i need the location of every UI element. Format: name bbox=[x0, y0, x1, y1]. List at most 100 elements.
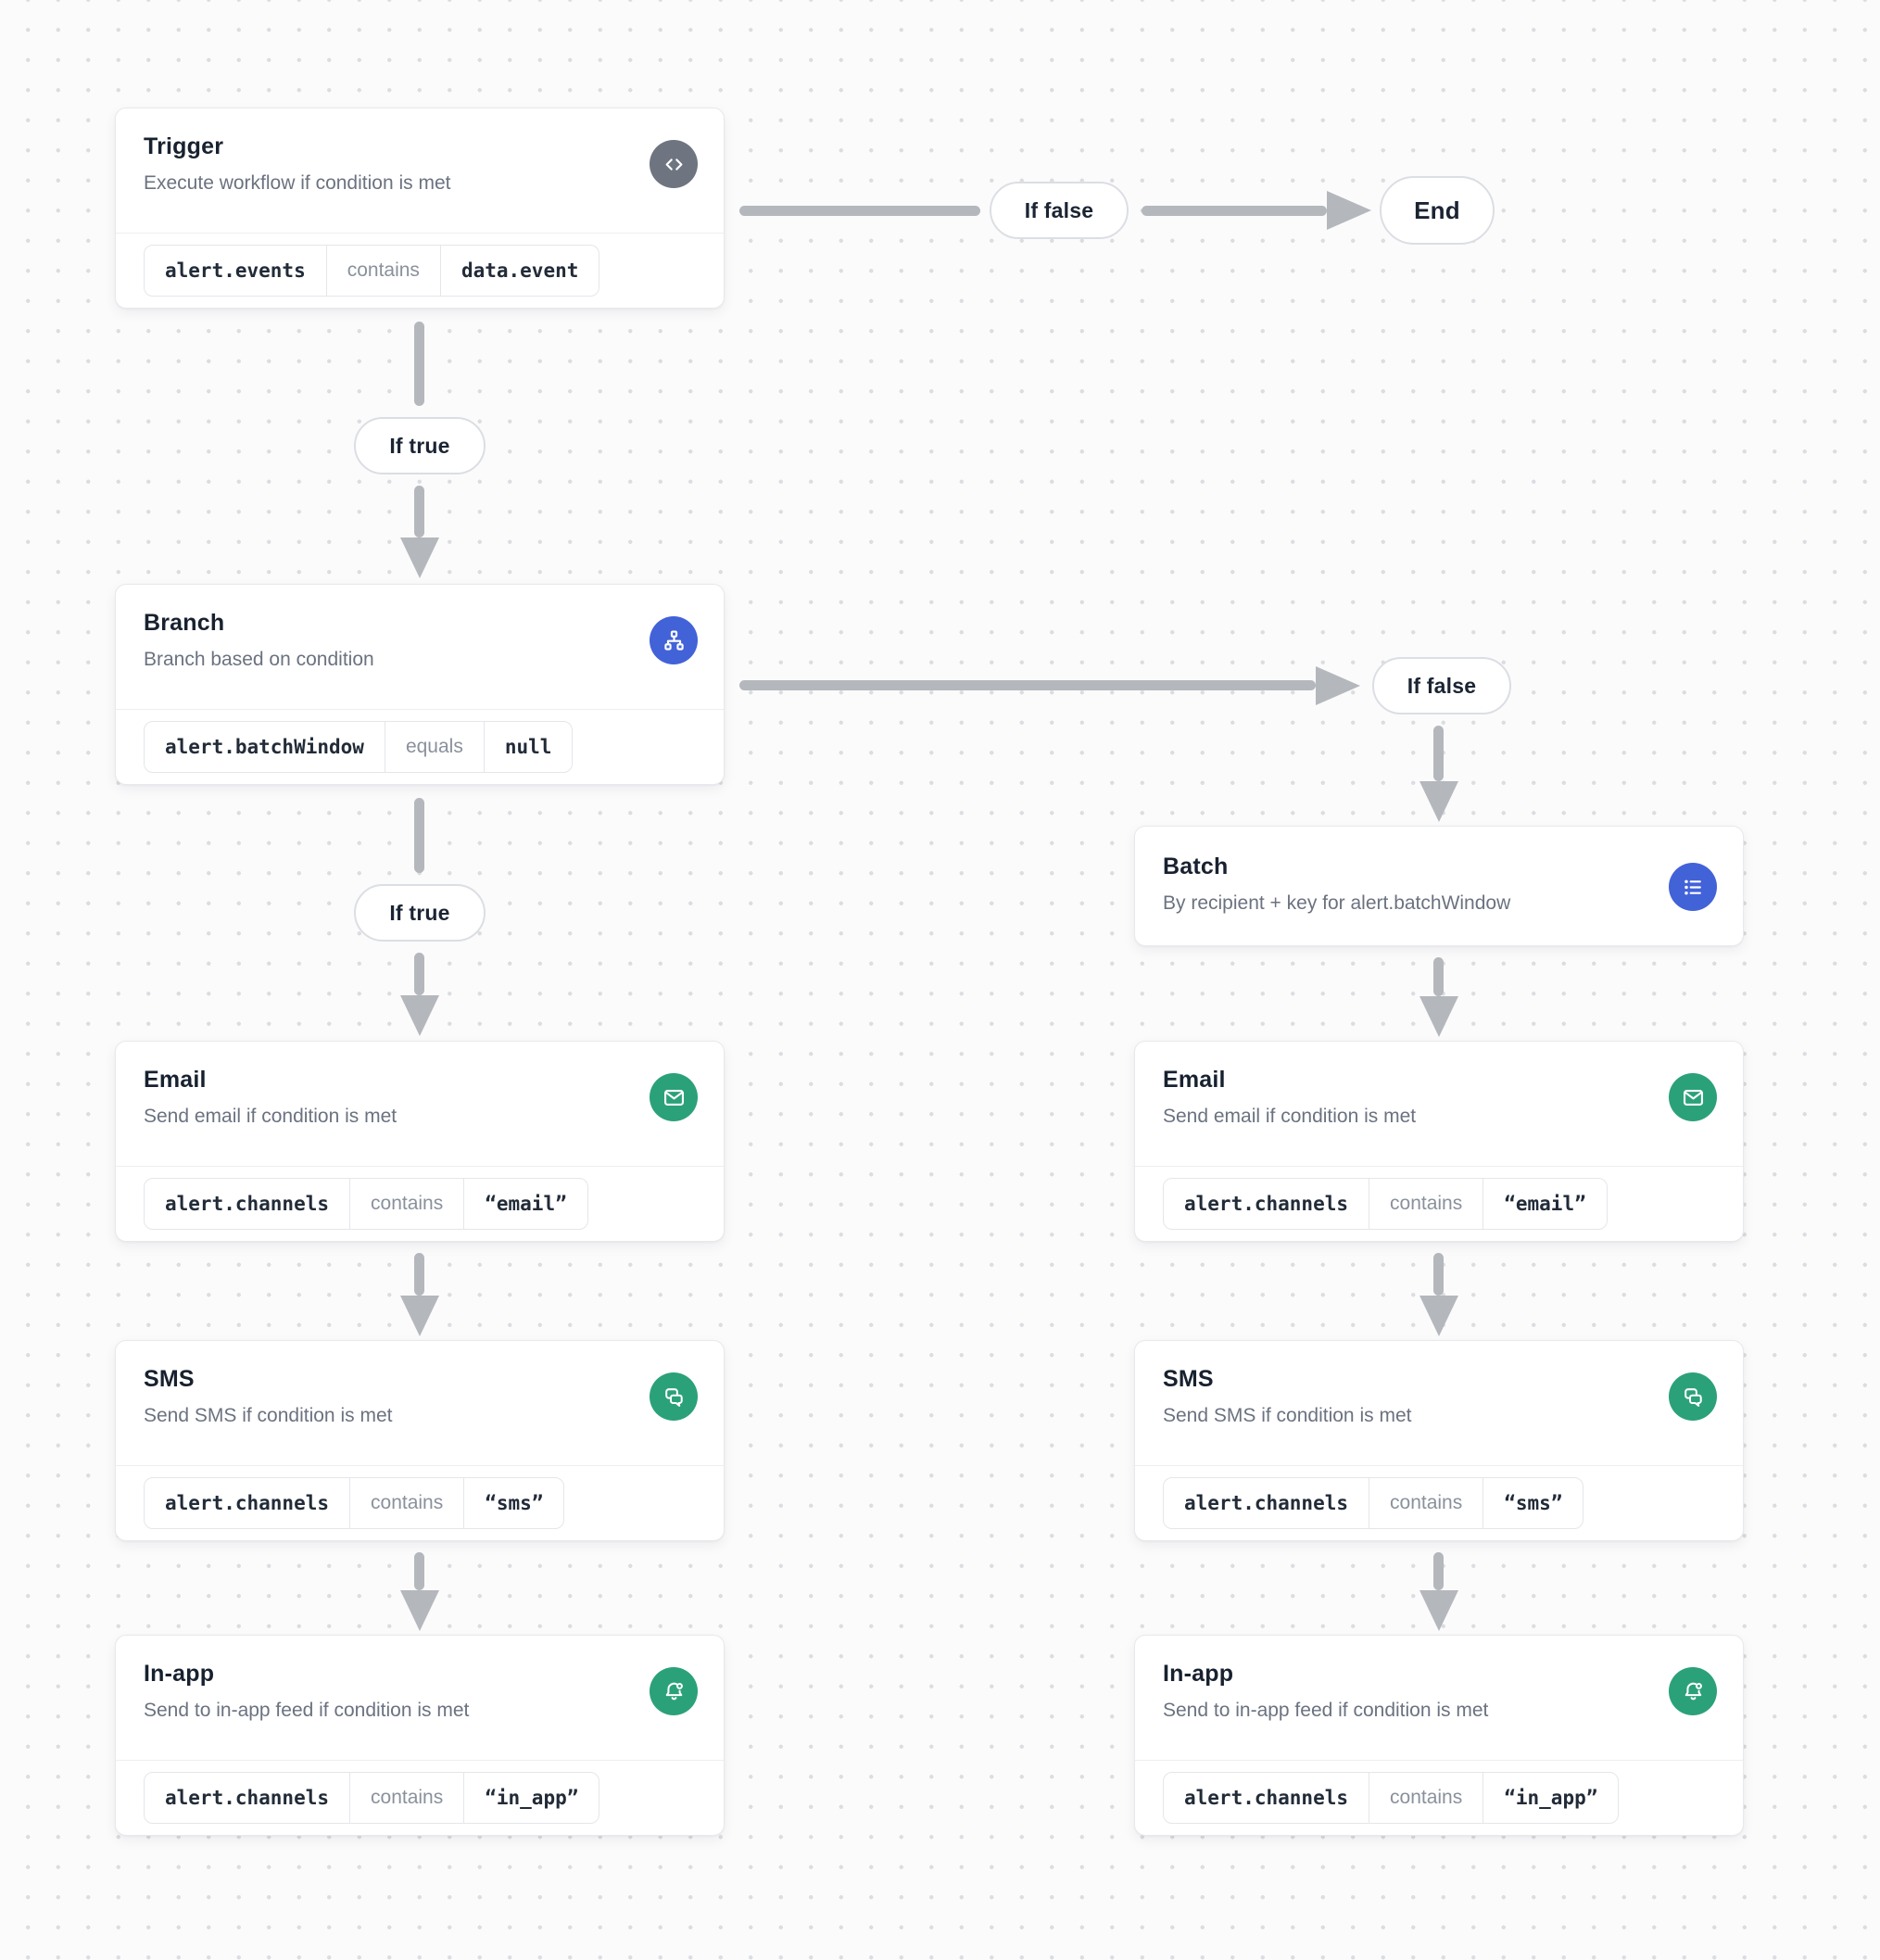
edge-email-to-sms-left-line bbox=[414, 1253, 424, 1296]
edge-if-true-to-branch-arrowhead bbox=[400, 537, 439, 578]
node-title: Email bbox=[144, 1067, 207, 1093]
edge-label-if-false-right: If false bbox=[1372, 657, 1511, 714]
node-subtitle: Send email if condition is met bbox=[144, 1106, 397, 1127]
code-icon bbox=[650, 140, 698, 188]
edge-if-false-to-batch-line bbox=[1433, 726, 1444, 781]
condition-chip-group[interactable]: alert.channels contains “in_app” bbox=[1163, 1772, 1620, 1824]
node-title: In-app bbox=[1163, 1661, 1234, 1687]
node-subtitle: Send email if condition is met bbox=[1163, 1106, 1417, 1127]
node-header: Branch Branch based on condition bbox=[116, 585, 724, 674]
node-email-left[interactable]: Email Send email if condition is met ale… bbox=[115, 1041, 725, 1242]
node-subtitle: Execute workflow if condition is met bbox=[144, 172, 451, 194]
edge-label-if-false-top: If false bbox=[990, 182, 1129, 239]
condition-chip-group[interactable]: alert.channels contains “email” bbox=[1163, 1178, 1608, 1230]
edge-if-false-to-end-arrowhead bbox=[1327, 191, 1371, 230]
condition-operator: contains bbox=[1369, 1773, 1483, 1823]
condition-operator: contains bbox=[1369, 1478, 1483, 1528]
node-title: Branch bbox=[144, 610, 225, 636]
condition-chip-group[interactable]: alert.batchWindow equals null bbox=[144, 721, 574, 773]
node-subtitle: By recipient + key for alert.batchWindow bbox=[1163, 892, 1511, 914]
node-header: SMS Send SMS if condition is met bbox=[1135, 1341, 1743, 1430]
edge-sms-to-inapp-right-line bbox=[1433, 1552, 1444, 1590]
node-title: In-app bbox=[144, 1661, 215, 1687]
node-batch[interactable]: Batch By recipient + key for alert.batch… bbox=[1134, 826, 1744, 946]
node-condition-row: alert.channels contains “sms” bbox=[1135, 1465, 1743, 1540]
node-title: Batch bbox=[1163, 854, 1229, 879]
condition-field: alert.batchWindow bbox=[165, 736, 364, 758]
condition-value: “sms” bbox=[463, 1478, 563, 1528]
node-title: Trigger bbox=[144, 133, 224, 159]
condition-operator: contains bbox=[349, 1773, 463, 1823]
edge-trigger-to-if-false-line bbox=[739, 206, 980, 216]
condition-value: null bbox=[483, 722, 573, 772]
condition-chip-group[interactable]: alert.channels contains “sms” bbox=[1163, 1477, 1584, 1529]
edge-label-text: If false bbox=[1407, 673, 1477, 698]
condition-field: alert.events bbox=[165, 259, 306, 282]
condition-value: “email” bbox=[1483, 1179, 1607, 1229]
node-condition-row: alert.batchWindow equals null bbox=[116, 709, 724, 784]
edge-branch-to-if-false-line bbox=[739, 680, 1316, 690]
condition-field: alert.channels bbox=[165, 1492, 330, 1514]
condition-chip-group[interactable]: alert.channels contains “sms” bbox=[144, 1477, 565, 1529]
condition-operator: contains bbox=[349, 1179, 463, 1229]
edge-sms-to-inapp-left-line bbox=[414, 1552, 424, 1590]
condition-value: “email” bbox=[463, 1179, 587, 1229]
edge-label-text: If true bbox=[389, 433, 450, 458]
condition-field: alert.channels bbox=[1184, 1787, 1349, 1809]
node-branch[interactable]: Branch Branch based on condition alert.b… bbox=[115, 584, 725, 785]
end-label: End bbox=[1414, 196, 1460, 224]
condition-field: alert.channels bbox=[165, 1193, 330, 1215]
node-condition-row: alert.channels contains “sms” bbox=[116, 1465, 724, 1540]
node-header: Email Send email if condition is met bbox=[1135, 1042, 1743, 1131]
condition-value: data.event bbox=[439, 246, 599, 296]
node-condition-row: alert.channels contains “in_app” bbox=[1135, 1760, 1743, 1835]
edge-trigger-to-if-true-line bbox=[414, 322, 424, 406]
condition-chip-group[interactable]: alert.channels contains “in_app” bbox=[144, 1772, 600, 1824]
edge-if-false-to-end-line bbox=[1142, 206, 1327, 216]
condition-value: “in_app” bbox=[1483, 1773, 1618, 1823]
node-sms-left[interactable]: SMS Send SMS if condition is met alert.c… bbox=[115, 1340, 725, 1541]
edge-email-to-sms-right-line bbox=[1433, 1253, 1444, 1296]
list-icon bbox=[1669, 863, 1717, 911]
edge-batch-to-email-arrowhead bbox=[1419, 996, 1458, 1037]
condition-operator: contains bbox=[1369, 1179, 1483, 1229]
node-subtitle: Send SMS if condition is met bbox=[144, 1405, 393, 1426]
edge-branch-to-if-false-arrowhead bbox=[1316, 666, 1360, 705]
edge-label-text: If true bbox=[389, 900, 450, 925]
condition-field: alert.channels bbox=[1184, 1193, 1349, 1215]
edge-sms-to-inapp-left-arrowhead bbox=[400, 1590, 439, 1631]
mail-icon bbox=[1669, 1073, 1717, 1121]
condition-operator: contains bbox=[349, 1478, 463, 1528]
condition-chip-group[interactable]: alert.events contains data.event bbox=[144, 245, 600, 297]
condition-operator: equals bbox=[384, 722, 484, 772]
condition-field: alert.channels bbox=[165, 1787, 330, 1809]
condition-value: “sms” bbox=[1483, 1478, 1583, 1528]
edge-label-if-true-1: If true bbox=[354, 417, 486, 474]
node-trigger[interactable]: Trigger Execute workflow if condition is… bbox=[115, 107, 725, 309]
node-condition-row: alert.events contains data.event bbox=[116, 233, 724, 308]
chat-icon bbox=[1669, 1372, 1717, 1421]
node-header: SMS Send SMS if condition is met bbox=[116, 1341, 724, 1430]
edge-email-to-sms-right-arrowhead bbox=[1419, 1296, 1458, 1336]
edge-label-text: If false bbox=[1024, 197, 1094, 222]
condition-field: alert.channels bbox=[1184, 1492, 1349, 1514]
condition-chip-group[interactable]: alert.channels contains “email” bbox=[144, 1178, 588, 1230]
edge-sms-to-inapp-right-arrowhead bbox=[1419, 1590, 1458, 1631]
mail-icon bbox=[650, 1073, 698, 1121]
node-header: Batch By recipient + key for alert.batch… bbox=[1135, 827, 1743, 917]
chat-icon bbox=[650, 1372, 698, 1421]
node-inapp-right[interactable]: In-app Send to in-app feed if condition … bbox=[1134, 1635, 1744, 1836]
node-email-right[interactable]: Email Send email if condition is met ale… bbox=[1134, 1041, 1744, 1242]
node-inapp-left[interactable]: In-app Send to in-app feed if condition … bbox=[115, 1635, 725, 1836]
edge-if-false-to-batch-arrowhead bbox=[1419, 781, 1458, 822]
edge-if-true-to-email-arrowhead bbox=[400, 995, 439, 1036]
bell-dot-icon bbox=[650, 1667, 698, 1715]
node-subtitle: Branch based on condition bbox=[144, 649, 374, 670]
node-title: SMS bbox=[1163, 1366, 1214, 1392]
node-sms-right[interactable]: SMS Send SMS if condition is met alert.c… bbox=[1134, 1340, 1744, 1541]
node-end[interactable]: End bbox=[1380, 176, 1495, 245]
node-header: Email Send email if condition is met bbox=[116, 1042, 724, 1131]
node-subtitle: Send SMS if condition is met bbox=[1163, 1405, 1412, 1426]
condition-value: “in_app” bbox=[463, 1773, 599, 1823]
